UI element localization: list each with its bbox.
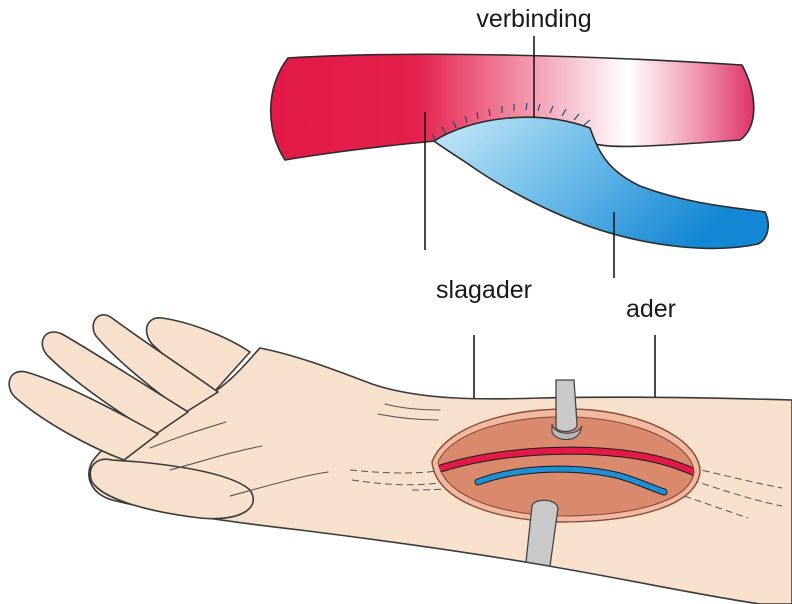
label-artery: slagader [436,276,532,304]
anastomosis-illustration [271,54,768,248]
label-vein: ader [626,295,676,323]
label-connection: verbinding [476,5,591,33]
